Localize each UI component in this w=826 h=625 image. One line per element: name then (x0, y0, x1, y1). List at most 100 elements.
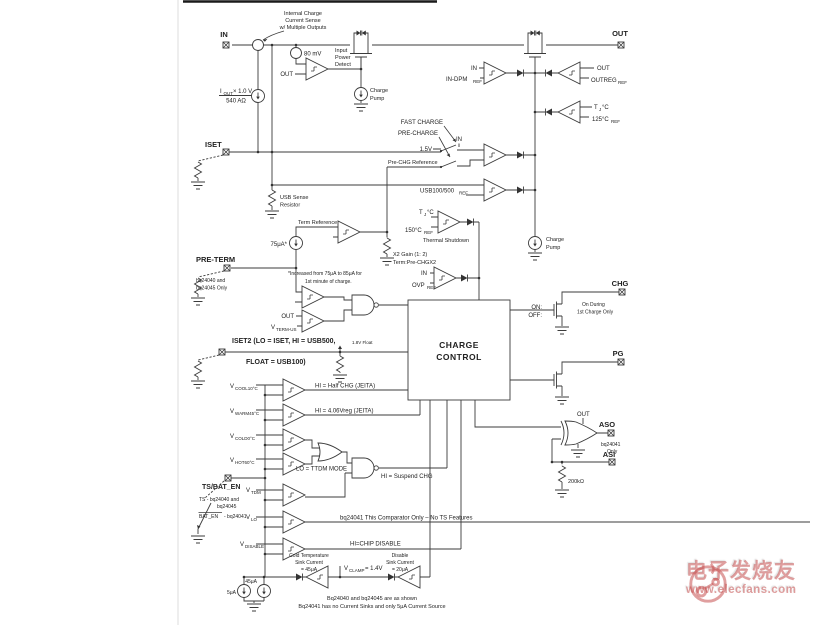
mv80-label: 80 mV (304, 52, 321, 58)
vlo-label: V (246, 515, 250, 521)
pre-term-pin-label: PRE-TERM (196, 255, 235, 264)
c150-label: 150°C (405, 228, 422, 234)
vterm-sub: TERM-US (276, 327, 297, 332)
output-pass-fet (524, 30, 546, 58)
charge-control-title: CHARGE (439, 340, 479, 350)
current-sense-node (252, 39, 264, 51)
jeita-or-gate (317, 442, 343, 462)
degc: °C (427, 210, 434, 216)
vclamp-value: = 1.4V (365, 566, 383, 572)
cold-sink-label: Sink Current (295, 560, 323, 566)
charge-control-block: CHARGE CONTROL (407, 299, 511, 401)
offset-80mv-source (290, 47, 302, 59)
charge-pump-source (354, 87, 368, 101)
chg-note: On During (582, 302, 605, 308)
charge-pump-label: Pump (546, 245, 560, 251)
float-level-label: 1.8V Float (352, 340, 373, 345)
iset2-section: ISET2 (LO = ISET, HI = USB500, FLOAT = U… (190, 338, 408, 389)
thermal-shutdown-comparator (437, 210, 461, 234)
watermark: 电子发烧友 www.elecfans.com (686, 561, 824, 603)
out-signal-label: OUT (280, 72, 293, 78)
degc: °C (602, 105, 609, 111)
chg-pin-terminal (618, 288, 626, 296)
hi-4p06-label: HI = 4.06Vreg (JEITA) (315, 409, 374, 415)
vdisable-label: V (240, 542, 244, 548)
ua5-source (237, 584, 251, 598)
iset2-pin-label: FLOAT = USB100) (246, 359, 306, 366)
asi-200k-resistor (558, 465, 566, 483)
iout-current-source (251, 89, 265, 103)
aso-pin-label: ASO (599, 420, 615, 429)
iset-pin-label: ISET (205, 140, 222, 149)
top-rail-section: IN OUT Internal Charge Current Sense w/ … (220, 11, 628, 69)
baten-comparator (282, 510, 306, 534)
ts-note: bq24045 (217, 504, 237, 510)
increase-note: *Increased from 75μA to 85μA for (288, 271, 362, 277)
preterm-nand-gate (351, 294, 379, 316)
preterm-75ua-source (289, 236, 303, 250)
thermal-shutdown-label: Thermal Shutdown (423, 238, 469, 244)
die-temp-comparator (557, 100, 581, 124)
in-pin-terminal (222, 41, 230, 49)
cold-sink-label: = 45μA (301, 567, 318, 573)
vhot-sub: HOT60°C (235, 460, 255, 465)
chg-note: 1st Charge Only (577, 310, 614, 316)
ua45-source (257, 584, 271, 598)
ts-pin-label: TS/BAT_EN (202, 484, 240, 491)
ref-sub: REF (424, 230, 433, 235)
chg-open-drain-fet (543, 295, 563, 325)
ipd-label: Power (335, 55, 351, 61)
usb-limit-comparator (483, 178, 507, 202)
variant-note: Bq24041 has no Current Sinks and only 5μ… (298, 604, 445, 610)
sink-current-section: Cold Temperature Sink Current = 45μA V C… (227, 400, 446, 612)
iout-formula-sub: OUT (224, 91, 234, 96)
in-pin-label: IN (220, 30, 228, 39)
baten-note: BAT_EN (199, 514, 218, 520)
vcold-label: V (230, 434, 234, 440)
cold-comparator (282, 428, 306, 452)
charge-pump-label: Charge (546, 237, 564, 243)
preterm-comparator (301, 285, 325, 309)
vtdm-sub: TDM (251, 490, 261, 495)
iset-ext-resistor (194, 161, 202, 179)
usb-ref-label: USB100/500 (420, 189, 455, 195)
ref-sub: REF (459, 191, 468, 196)
preterm-note: bq24045 Only (196, 286, 228, 292)
charge-pump-source-2 (528, 236, 542, 250)
aso-note: Only (607, 449, 618, 455)
iout-formula-den: 540 AΩ (226, 99, 246, 105)
junction-dots (242, 43, 564, 579)
usb-sense-resistor (268, 189, 276, 207)
out-label: OUT (281, 314, 294, 320)
disable-sink-label: = 20μA (392, 567, 409, 573)
pg-pin-terminal (617, 358, 625, 366)
hi-half-chg-label: HI = Half CHG (JEITA) (315, 384, 375, 390)
ref-sub: REF (611, 119, 620, 124)
vclamp-sub: CLAMP (349, 568, 365, 573)
aso-note: bq24041 (601, 442, 621, 448)
in-label: IN (471, 66, 477, 72)
outreg-label: OUTREG (591, 78, 617, 84)
iout-formula-rest: × 1.0 V (233, 89, 252, 95)
on-label: ON: (531, 305, 542, 311)
pre-charge-label: PRE-CHARGE (398, 131, 438, 137)
disable-sink-label: Sink Current (386, 560, 414, 566)
charge-pump-label: Pump (370, 96, 384, 102)
sense-note: Current Sense (285, 18, 320, 24)
charge-pump-label: Charge (370, 88, 388, 94)
out-label: OUT (597, 66, 610, 72)
asi-pin-terminal (608, 458, 616, 466)
ref-sub: REF (618, 80, 627, 85)
ref-sub: REF (427, 285, 436, 290)
cold-sink-label: Cold Temperature (289, 553, 329, 559)
iset2-pin-terminal (218, 348, 226, 356)
ts-note: TS - bq24040 and (199, 497, 239, 503)
usb-sense-label: Resistor (280, 203, 300, 209)
suspend-nand-gate (351, 457, 379, 479)
ref-sub: REF (473, 79, 482, 84)
term-reference-amp (337, 220, 361, 244)
disable-sink-label: Disable (392, 553, 409, 559)
ground-symbol (264, 210, 280, 219)
ground-symbol (353, 103, 369, 112)
ua75-label: 75μA* (271, 242, 288, 248)
